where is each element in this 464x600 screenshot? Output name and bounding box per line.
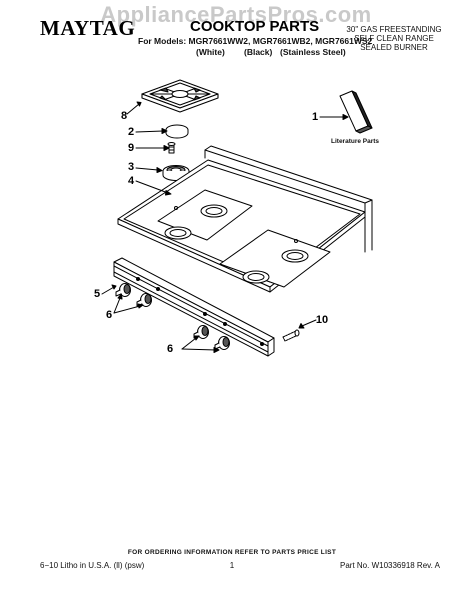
panel-screw <box>282 329 300 342</box>
literature-parts-label: Literature Parts <box>331 138 380 145</box>
product-description: 30" GAS FREESTANDING SELF CLEAN RANGE SE… <box>340 25 448 52</box>
watermark: AppliancePartsPros.com <box>100 2 372 27</box>
control-panel <box>113 257 275 357</box>
callout-4: 4 <box>127 175 135 187</box>
litho-info: 6−10 Litho in U.S.A. (ll) (psw) <box>40 561 145 570</box>
description-line: SEALED BURNER <box>360 43 428 52</box>
control-knob <box>115 283 131 297</box>
description-line: 30" GAS FREESTANDING <box>346 25 442 34</box>
callout-1: 1 <box>311 111 319 123</box>
page-number: 1 <box>229 561 235 570</box>
control-knob <box>214 336 230 350</box>
control-knob <box>193 325 209 339</box>
part-number: Part No. W10336918 Rev. A <box>340 561 440 570</box>
callout-3: 3 <box>127 161 135 173</box>
burner-grate <box>141 79 219 113</box>
literature-booklet <box>339 90 373 134</box>
control-knob <box>136 293 152 307</box>
description-line: SELF CLEAN RANGE <box>354 34 434 43</box>
cooktop-panel <box>117 145 373 293</box>
callout-2: 2 <box>127 126 135 138</box>
burner-cap <box>165 124 189 139</box>
callout-9: 9 <box>127 142 135 154</box>
callout-10: 10 <box>315 314 329 326</box>
leader-arrow <box>342 114 349 120</box>
callout-8: 8 <box>120 110 128 122</box>
model-list: For Models: MGR7661WW2, MGR7661WB2, MGR7… <box>138 36 373 46</box>
brand-logo: MAYTAG <box>40 16 136 40</box>
callout-6: 6 <box>166 343 174 355</box>
page-title: COOKTOP PARTS <box>190 18 320 35</box>
finish-black: (Black) <box>244 47 273 57</box>
finish-white: (White) <box>196 47 225 57</box>
callout-5: 5 <box>93 288 101 300</box>
finish-stainless: (Stainless Steel) <box>280 47 346 57</box>
callout-6: 6 <box>105 309 113 321</box>
ordering-note: FOR ORDERING INFORMATION REFER TO PARTS … <box>127 549 337 556</box>
